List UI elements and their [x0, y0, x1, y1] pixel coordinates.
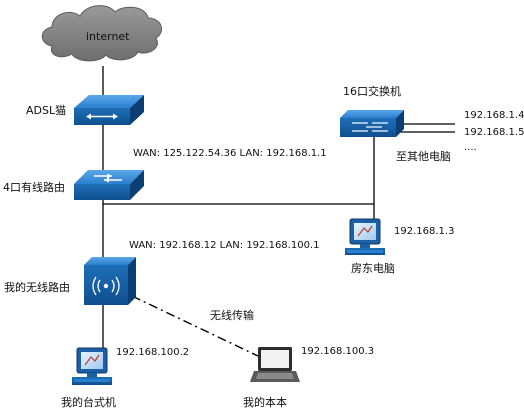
adsl-modem-icon — [74, 95, 144, 125]
desktop-computer-icon — [72, 347, 112, 385]
desktop-ip: 192.168.100.2 — [116, 347, 190, 358]
adsl-modem-label: ADSL猫 — [26, 104, 67, 117]
connection-lines — [102, 66, 455, 350]
switch-icon — [340, 110, 404, 137]
wired-router-icon — [74, 170, 144, 200]
switch-ip-more: .... — [464, 142, 477, 153]
wired-router-label: 4口有线路由 — [3, 181, 65, 194]
landlord-computer-icon — [345, 218, 385, 255]
switch-ip-4: 192.168.1.4 — [464, 110, 524, 121]
wireless-link-line — [131, 295, 259, 357]
laptop-label: 我的本本 — [243, 396, 287, 409]
desktop-label: 我的台式机 — [61, 396, 116, 409]
landlord-pc-label: 房东电脑 — [351, 262, 395, 275]
internet-cloud-icon — [41, 5, 163, 62]
switch-ip-5: 192.168.1.5 — [464, 127, 524, 138]
wireless-router-icon — [84, 257, 136, 305]
wireless-transmission-label: 无线传输 — [210, 309, 254, 322]
other-computers-label: 至其他电脑 — [396, 150, 451, 163]
wireless-router-label: 我的无线路由 — [4, 281, 70, 294]
laptop-icon — [250, 347, 300, 382]
wireless-router-address: WAN: 192.168.12 LAN: 192.168.100.1 — [129, 240, 320, 251]
internet-label: internet — [86, 30, 130, 43]
laptop-ip: 192.168.100.3 — [301, 346, 375, 357]
landlord-ip: 192.168.1.3 — [394, 226, 455, 237]
wired-router-address: WAN: 125.122.54.36 LAN: 192.168.1.1 — [133, 148, 327, 159]
switch-label: 16口交换机 — [343, 85, 401, 98]
